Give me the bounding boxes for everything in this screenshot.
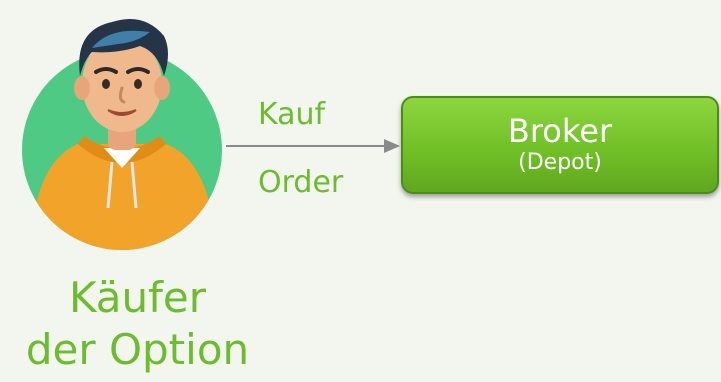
buyer-label: Käufer der Option [0,272,275,376]
person-avatar-icon [20,12,228,252]
broker-node: Broker (Depot) [401,96,719,194]
arrow-right-icon [226,136,406,156]
broker-subtitle: (Depot) [403,150,717,176]
buyer-label-line2: der Option [0,324,275,376]
edge-label-kauf: Kauf [258,98,325,132]
edge-label-order: Order [258,166,343,200]
buyer-label-line1: Käufer [0,272,275,324]
broker-title: Broker [403,112,717,150]
